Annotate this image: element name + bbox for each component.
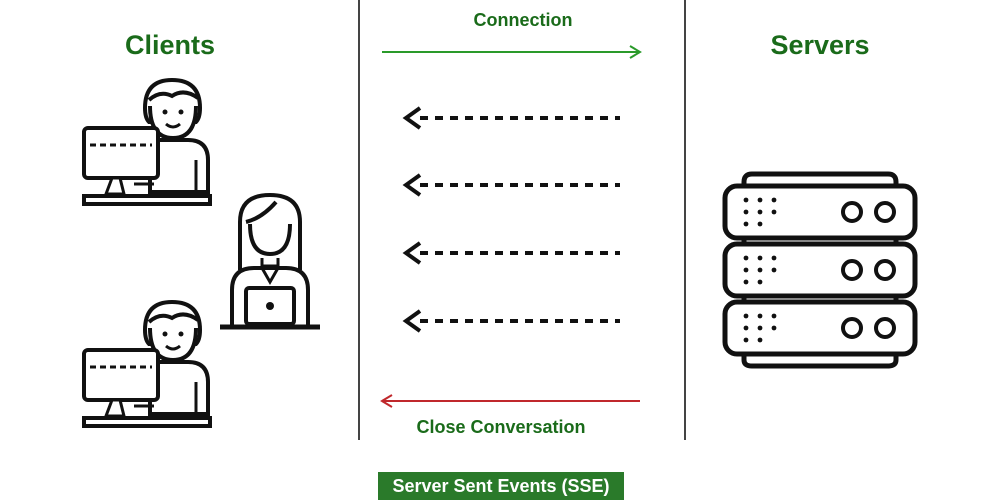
event-arrow-3	[402, 241, 620, 265]
left-divider	[358, 0, 360, 440]
diagram-caption: Server Sent Events (SSE)	[378, 472, 624, 500]
clients-heading: Clients	[124, 30, 216, 60]
server-rack-icon	[725, 171, 915, 369]
client-with-laptop-icon	[220, 192, 320, 330]
close-conversation-label: Close Conversation	[416, 417, 586, 437]
close-arrow	[380, 394, 640, 408]
event-arrow-1	[402, 106, 620, 130]
right-divider	[684, 0, 686, 440]
connection-label: Connection	[473, 10, 573, 30]
event-arrow-4	[402, 309, 620, 333]
event-arrow-2	[402, 173, 620, 197]
client-with-computer-icon-top	[82, 78, 212, 206]
servers-heading: Servers	[770, 30, 870, 60]
client-with-computer-icon-bottom	[82, 300, 212, 428]
connection-arrow	[382, 45, 642, 59]
